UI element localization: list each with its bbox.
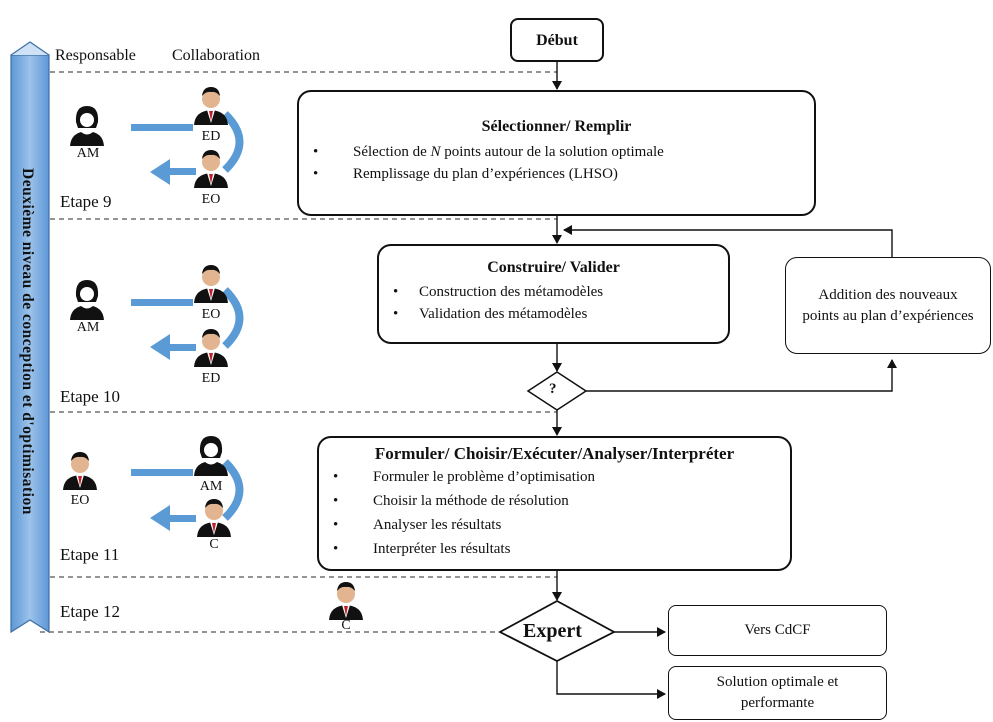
role-label: EO bbox=[201, 307, 221, 322]
user-female-icon bbox=[70, 280, 104, 320]
step10-box: Construire/ Valider Construction des mét… bbox=[377, 244, 730, 344]
role-label: AM bbox=[76, 146, 100, 161]
role-label: AM bbox=[76, 320, 100, 335]
step9-box: Sélectionner/ Remplir Sélection de N poi… bbox=[297, 90, 816, 216]
decision-label: ? bbox=[549, 381, 557, 397]
user-female-icon bbox=[194, 436, 228, 476]
step10-item: Validation des métamodèles bbox=[379, 303, 728, 325]
stage-separators bbox=[40, 71, 557, 633]
header-responsable: Responsable bbox=[55, 47, 136, 64]
step9-title: Sélectionner/ Remplir bbox=[481, 118, 632, 135]
role-label: ED bbox=[201, 371, 221, 386]
step11-item: Choisir la méthode de résolution bbox=[319, 489, 790, 513]
start-node: Début bbox=[510, 18, 604, 62]
step-label: Etape 11 bbox=[60, 545, 120, 564]
user-male-icon bbox=[194, 87, 228, 125]
step9-item: Remplissage du plan d’expériences (LHSO) bbox=[299, 163, 814, 185]
step-label: Etape 10 bbox=[60, 387, 120, 406]
expert-label: Expert bbox=[523, 620, 582, 642]
role-label: EO bbox=[201, 192, 221, 207]
output-cdcf: Vers CdCF bbox=[668, 605, 887, 656]
user-male-icon bbox=[194, 329, 228, 367]
add-points-box: Addition des nouveaux points au plan d’e… bbox=[785, 257, 991, 354]
role-label: C bbox=[341, 618, 351, 633]
expert-diamond bbox=[498, 599, 616, 663]
user-male-icon bbox=[329, 582, 363, 620]
step-label: Etape 12 bbox=[60, 602, 120, 621]
step10-title: Construire/ Valider bbox=[487, 259, 620, 276]
output-solution: Solution optimale et performante bbox=[668, 666, 887, 720]
user-male-icon bbox=[194, 265, 228, 303]
user-male-icon bbox=[194, 150, 228, 188]
collab-arrows bbox=[131, 111, 244, 531]
role-label: C bbox=[209, 537, 219, 552]
user-female-icon bbox=[70, 106, 104, 146]
step11-item: Analyser les résultats bbox=[319, 513, 790, 537]
step11-item: Formuler le problème d’optimisation bbox=[319, 465, 790, 489]
step11-item: Interpréter les résultats bbox=[319, 537, 790, 561]
flow-connectors bbox=[552, 62, 897, 699]
step10-item: Construction des métamodèles bbox=[379, 281, 728, 303]
user-male-icon bbox=[63, 452, 97, 490]
step11-box: Formuler/ Choisir/Exécuter/Analyser/Inte… bbox=[317, 436, 792, 571]
side-label: Deuxième niveau de conception et d'optim… bbox=[19, 167, 36, 515]
role-label: AM bbox=[199, 479, 223, 494]
step9-item: Sélection de N points autour de la solut… bbox=[299, 141, 814, 163]
header-collaboration: Collaboration bbox=[172, 47, 260, 64]
step11-title: Formuler/ Choisir/Exécuter/Analyser/Inte… bbox=[374, 444, 735, 463]
step-label: Etape 9 bbox=[60, 192, 112, 211]
role-label: EO bbox=[70, 493, 90, 508]
role-label: ED bbox=[201, 129, 221, 144]
decision-diamond bbox=[526, 371, 588, 411]
